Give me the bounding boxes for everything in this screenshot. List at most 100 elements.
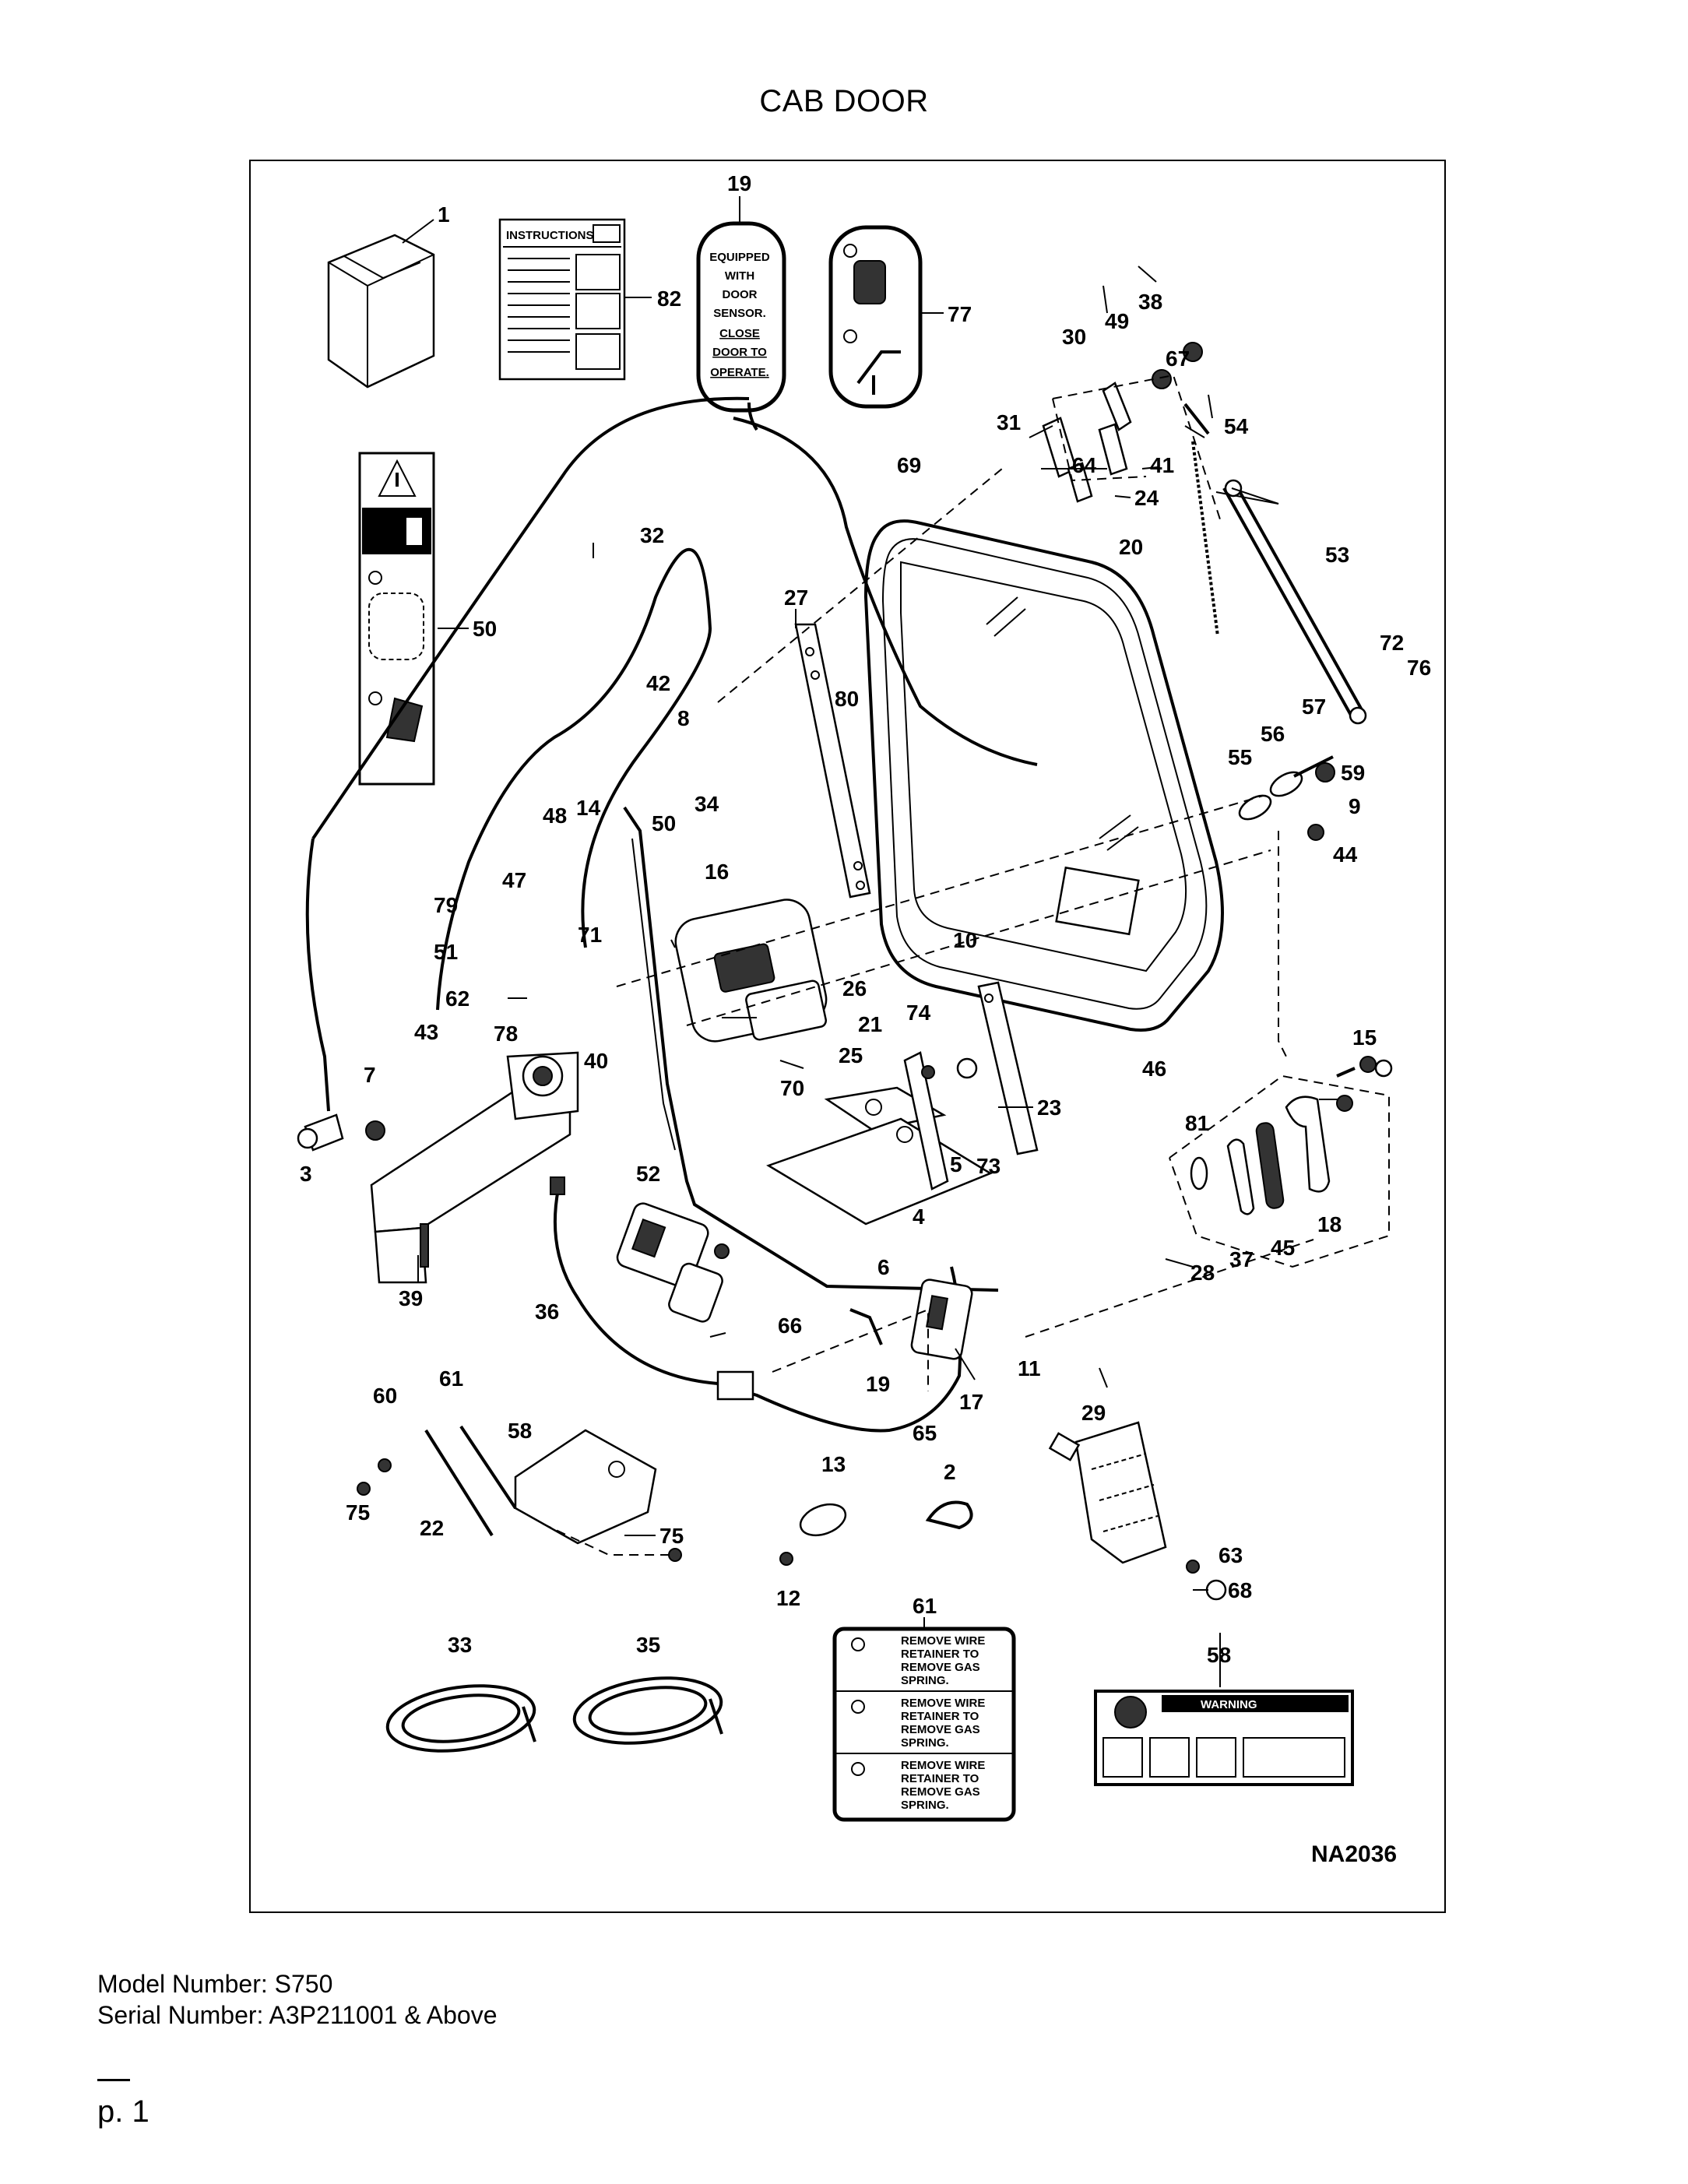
callout-40: 40 — [584, 1049, 608, 1073]
decal-61-row2-line4: SPRING. — [901, 1736, 949, 1750]
callout-30: 30 — [1062, 325, 1086, 349]
callout-50: 50 — [473, 617, 497, 641]
callout-77: 77 — [948, 302, 972, 326]
callout-48: 48 — [543, 804, 567, 828]
callout-35: 35 — [636, 1633, 660, 1657]
assembly-guide-lines — [542, 374, 1390, 1556]
part-36-wire-harness — [550, 1176, 962, 1433]
reference-code: NA2036 — [1311, 1841, 1398, 1867]
callout-leaders — [402, 196, 1279, 1687]
instructions-label: INSTRUCTIONS — [506, 229, 594, 242]
callout-50b: 50 — [652, 811, 676, 835]
callout-34: 34 — [695, 792, 719, 816]
callout-72: 72 — [1380, 631, 1404, 655]
callout-numbers: 1 82 19 77 38 49 30 67 54 31 64 41 69 24… — [300, 171, 1431, 1667]
callout-65: 65 — [913, 1421, 937, 1445]
part-53-gas-strut — [1215, 479, 1367, 725]
warning-label: WARNING — [1201, 1698, 1257, 1711]
part-58-bracket — [514, 1429, 682, 1562]
part-41-hinge-plate — [1098, 423, 1128, 476]
part-20-door-frame — [863, 519, 1224, 1032]
sensor-decal-line-1: EQUIPPED — [709, 251, 770, 264]
part-22-gas-strut — [357, 1425, 517, 1537]
callout-55: 55 — [1228, 745, 1252, 769]
callout-33: 33 — [448, 1633, 472, 1657]
decal-61-row2-line3: REMOVE GAS — [901, 1723, 980, 1736]
decal-61-row3-line4: SPRING. — [901, 1799, 949, 1812]
callout-27: 27 — [784, 586, 808, 610]
callout-31: 31 — [997, 410, 1021, 434]
callout-75b: 75 — [659, 1524, 684, 1548]
part-15-key — [1336, 1056, 1393, 1078]
callout-15: 15 — [1352, 1025, 1377, 1050]
callout-20: 20 — [1119, 535, 1143, 559]
callout-42: 42 — [646, 671, 670, 695]
callout-3: 3 — [300, 1162, 312, 1186]
callout-9: 9 — [1349, 794, 1361, 818]
sensor-decal-line-3: DOOR — [723, 288, 758, 301]
part-77-door-decal — [828, 225, 923, 409]
decal-61-row2-line2: RETAINER TO — [901, 1710, 979, 1723]
decal-61-row1-line1: REMOVE WIRE — [901, 1634, 985, 1648]
callout-2: 2 — [944, 1460, 956, 1484]
callout-16: 16 — [705, 860, 729, 884]
callout-52: 52 — [636, 1162, 660, 1186]
callout-26: 26 — [842, 976, 867, 1001]
callout-46: 46 — [1142, 1057, 1166, 1081]
part-3-cable-end — [297, 1113, 385, 1152]
callout-64: 64 — [1072, 453, 1097, 477]
part-29-mount — [1048, 1421, 1227, 1601]
part-18-handle — [1285, 1095, 1353, 1193]
callout-54: 54 — [1224, 414, 1249, 438]
part-61-gas-spring-decal: REMOVE WIRE RETAINER TO REMOVE GAS SPRIN… — [832, 1627, 1016, 1822]
part-58-warning-decal: WARNING — [1094, 1690, 1354, 1786]
callout-13: 13 — [821, 1452, 846, 1476]
callout-73: 73 — [976, 1154, 1000, 1178]
callout-79: 79 — [434, 893, 458, 917]
part-37-lever — [1226, 1138, 1255, 1215]
callout-68: 68 — [1228, 1578, 1252, 1602]
callout-43: 43 — [414, 1020, 438, 1044]
decal-61-row1-line4: SPRING. — [901, 1674, 949, 1687]
callout-56: 56 — [1261, 722, 1285, 746]
decal-61-row3-line1: REMOVE WIRE — [901, 1759, 985, 1772]
sensor-decal-line-6: DOOR TO — [712, 346, 767, 359]
callout-44: 44 — [1333, 842, 1358, 867]
callout-80: 80 — [835, 687, 859, 711]
callout-78: 78 — [494, 1022, 518, 1046]
callout-8: 8 — [677, 706, 690, 730]
decal-61-row1-line3: REMOVE GAS — [901, 1661, 980, 1674]
part-19-sensor-decal: EQUIPPED WITH DOOR SENSOR. CLOSE DOOR TO… — [696, 221, 786, 413]
callout-53: 53 — [1325, 543, 1349, 567]
decal-61-row3-line3: REMOVE GAS — [901, 1785, 980, 1799]
callout-61b: 61 — [913, 1594, 937, 1618]
sensor-decal-line-5: CLOSE — [719, 327, 760, 340]
part-2-clip — [925, 1500, 973, 1530]
part-1-box — [327, 234, 435, 389]
part-35-seal-coil — [572, 1676, 723, 1745]
callout-22: 22 — [420, 1516, 444, 1540]
callout-51: 51 — [434, 940, 458, 964]
decal-61-row3-line2: RETAINER TO — [901, 1772, 979, 1785]
callout-41: 41 — [1150, 453, 1174, 477]
part-52-latch-assembly — [616, 1202, 730, 1323]
part-45-trim — [1255, 1122, 1285, 1209]
part-30-hinge — [1102, 342, 1203, 431]
callout-32: 32 — [640, 523, 664, 547]
callout-75: 75 — [346, 1500, 370, 1525]
callout-19: 19 — [727, 171, 751, 195]
part-81-washer — [1190, 1156, 1208, 1190]
sensor-decal-line-7: OPERATE. — [710, 366, 769, 379]
decal-61-row1-line2: RETAINER TO — [901, 1648, 979, 1661]
page-title: CAB DOOR — [759, 84, 929, 118]
callout-70: 70 — [780, 1076, 804, 1100]
callout-18: 18 — [1317, 1212, 1342, 1236]
callout-10: 10 — [953, 928, 977, 952]
callout-82: 82 — [657, 287, 681, 311]
callout-61: 61 — [439, 1366, 463, 1391]
callout-49: 49 — [1105, 309, 1129, 333]
part-32-release-cable — [305, 396, 1038, 1112]
callout-60: 60 — [373, 1384, 397, 1408]
callout-63: 63 — [1219, 1543, 1243, 1567]
callout-5: 5 — [950, 1152, 962, 1176]
